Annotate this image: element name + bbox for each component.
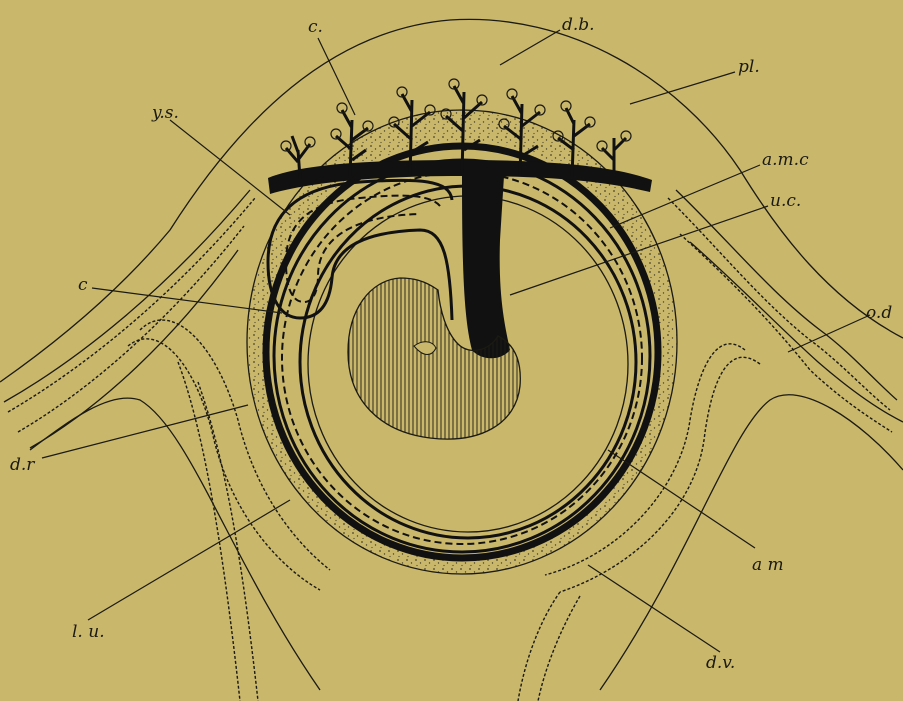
left-wall-line-4: [30, 250, 238, 448]
label-db: d.b.: [562, 15, 595, 35]
right-wall-line-2: [676, 190, 897, 400]
label-dr: d.r: [10, 455, 35, 475]
label-uc: u.c.: [770, 191, 801, 211]
label-od: o.d: [866, 303, 892, 323]
label-am: a m: [752, 555, 784, 575]
left-wall-line-3: [18, 226, 244, 432]
label-dv: d.v.: [706, 653, 735, 673]
label-c-top: c.: [308, 17, 323, 37]
label-lu: l. u.: [72, 622, 105, 642]
right-wall-line-1: [668, 198, 890, 410]
lumen-wall-left-far: [178, 362, 240, 701]
label-ys: y.s.: [151, 103, 179, 123]
left-wall-line-2: [4, 190, 250, 402]
lumen-wall-right-far: [518, 592, 560, 701]
label-pl: pl.: [738, 57, 760, 77]
label-amc: a.m.c: [762, 150, 809, 170]
label-c-left: c: [78, 275, 88, 295]
lumen-wall-right-far2: [538, 596, 580, 701]
lumen-wall-left-far2: [198, 382, 258, 701]
